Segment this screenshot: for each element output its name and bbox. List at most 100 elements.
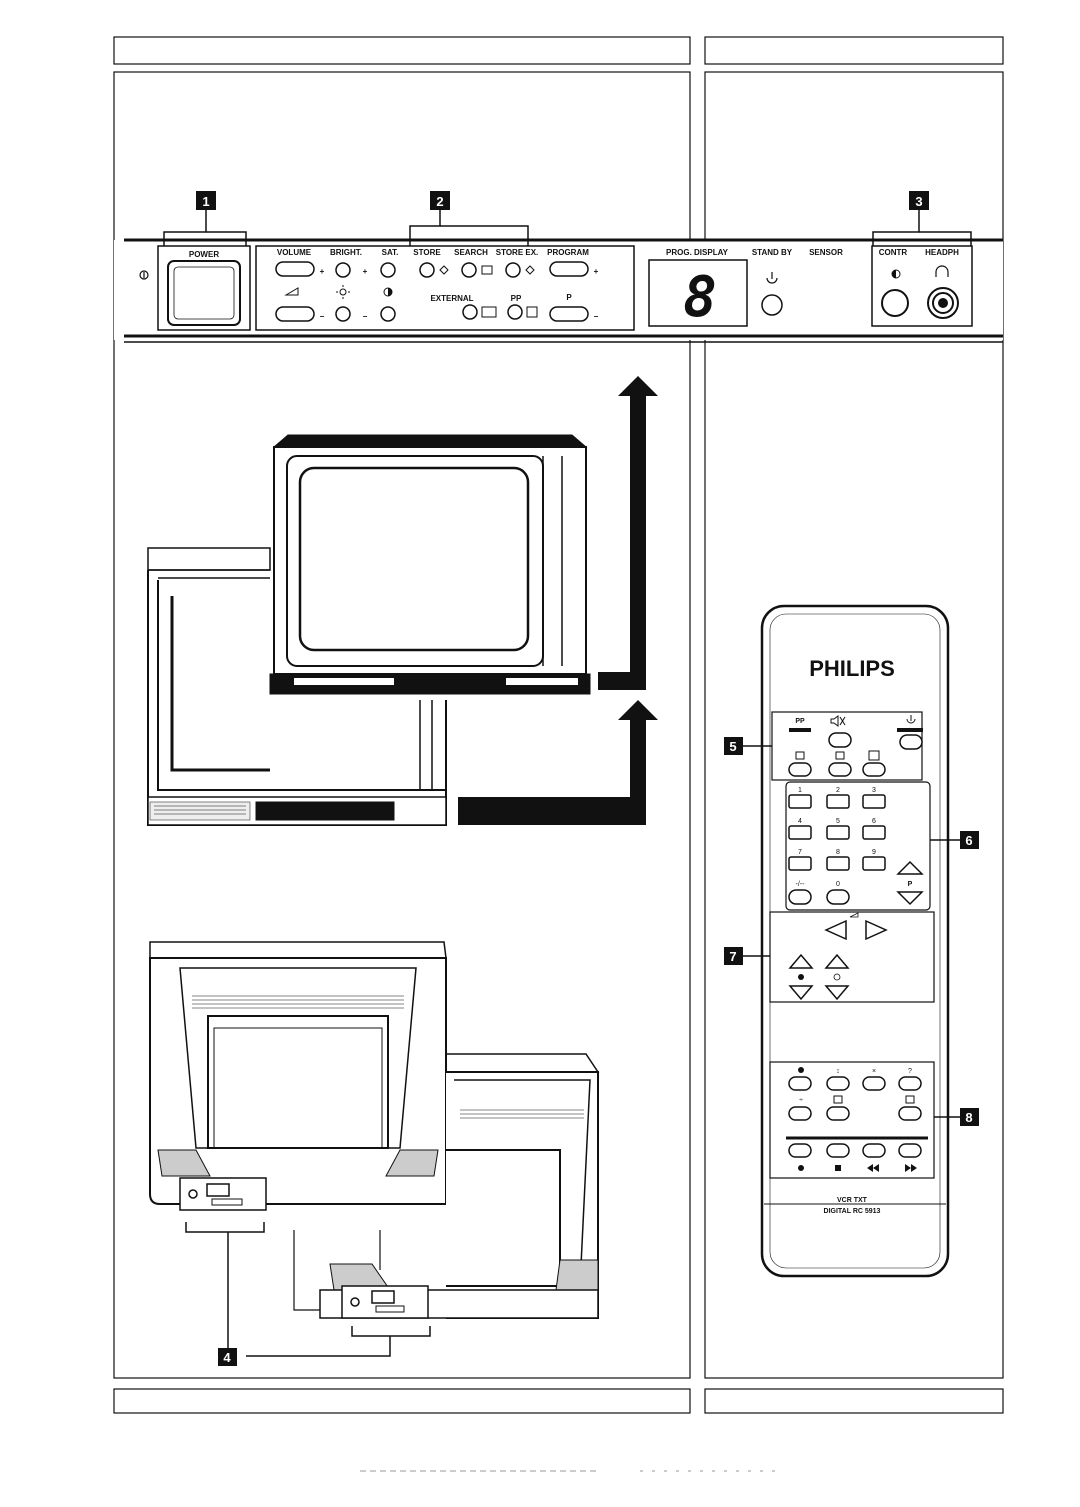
bright-down-arrow[interactable] — [824, 985, 850, 1001]
standby-button[interactable] — [761, 294, 783, 316]
model-line-2: DIGITAL RC 5913 — [824, 1208, 881, 1215]
digit-9-button[interactable] — [862, 856, 886, 871]
digit-6-button[interactable] — [862, 825, 886, 840]
callout-8: 8 — [960, 1108, 979, 1126]
contrast-knob[interactable] — [881, 289, 909, 317]
remote-standby-button[interactable] — [899, 734, 923, 750]
digit-7: 7 — [798, 849, 802, 856]
txt-button-5[interactable] — [788, 1106, 812, 1121]
record-icon — [798, 1165, 804, 1171]
digit-6: 6 — [872, 818, 876, 825]
sat-down-arrow[interactable] — [788, 985, 814, 1001]
remote-pp-button[interactable] — [788, 762, 812, 777]
txt-button-6[interactable] — [826, 1106, 850, 1121]
forward-icon — [905, 1164, 917, 1172]
search-button[interactable] — [461, 262, 477, 278]
digit-5: 5 — [836, 818, 840, 825]
stop-icon — [835, 1165, 841, 1171]
volume-up-arrow[interactable] — [865, 919, 888, 941]
store-ex-button[interactable] — [505, 262, 521, 278]
program-up-arrow[interactable] — [896, 860, 924, 875]
leader-4 — [185, 1222, 431, 1357]
remote-section-6 — [785, 781, 931, 911]
standby-icon — [766, 272, 778, 284]
callout-4: 4 — [218, 1348, 237, 1366]
digit-7-button[interactable] — [788, 856, 812, 871]
search-label: SEARCH — [454, 248, 488, 257]
tv-large-front — [147, 547, 447, 826]
p-label: P — [566, 293, 572, 302]
callout-3: 3 — [909, 191, 929, 210]
remote-mute-button[interactable] — [828, 732, 852, 748]
pp-button[interactable] — [507, 304, 523, 320]
txt-button-7[interactable] — [898, 1106, 922, 1121]
svg-text:↕: ↕ — [836, 1068, 840, 1075]
remote-menu-button[interactable] — [828, 762, 852, 777]
tv-small-front — [269, 434, 591, 695]
store-button[interactable] — [419, 262, 435, 278]
program-down-button[interactable] — [549, 306, 589, 322]
remote-standby-icon — [906, 715, 916, 724]
dash-button[interactable] — [788, 889, 812, 905]
txt-button-2[interactable] — [826, 1076, 850, 1091]
remote-saturation-icon — [798, 974, 804, 980]
remote-control: PHILIPS PP 1 2 3 4 5 — [760, 604, 950, 1278]
vcr-record-button[interactable] — [788, 1143, 812, 1158]
digit-8-button[interactable] — [826, 856, 850, 871]
dash-label: -/-- — [796, 881, 806, 888]
store-ex-label: STORE EX. — [496, 248, 539, 257]
callout-6: 6 — [960, 831, 979, 849]
remote-external-button[interactable] — [862, 762, 886, 777]
program-up-button[interactable] — [549, 261, 589, 277]
callout-3-label: 3 — [915, 194, 922, 209]
sat-label: SAT. — [382, 248, 399, 257]
prog-display-section: PROG. DISPLAY 8 — [648, 248, 748, 330]
bright-down-button[interactable] — [335, 306, 351, 322]
headphone-icon — [935, 265, 949, 277]
power-button[interactable] — [167, 260, 241, 326]
callout-6-label: 6 — [965, 833, 972, 848]
bright-up-button[interactable] — [335, 262, 351, 278]
callout-1: 1 — [196, 191, 216, 210]
vcr-forward-button[interactable] — [898, 1143, 922, 1158]
remote-section-8 — [769, 1061, 935, 1179]
standby-label: STAND BY — [752, 248, 793, 257]
volume-down-button[interactable] — [275, 306, 315, 322]
sat-up-button[interactable] — [380, 262, 396, 278]
digit-2-button[interactable] — [826, 794, 850, 809]
volume-up-button[interactable] — [275, 261, 315, 277]
external-button[interactable] — [462, 304, 478, 320]
mute-icon — [830, 715, 846, 727]
digit-0-button[interactable] — [826, 889, 850, 905]
display-digit: 8 — [683, 265, 717, 330]
bright-up-arrow[interactable] — [824, 953, 850, 969]
contrast-headphone-section: CONTR HEADPH — [871, 245, 973, 327]
rewind-icon — [867, 1164, 879, 1172]
digit-9: 9 — [872, 849, 876, 856]
digit-1-button[interactable] — [788, 794, 812, 809]
txt-button-1[interactable] — [788, 1076, 812, 1091]
control-panel — [114, 238, 1003, 343]
callout-2: 2 — [430, 191, 450, 210]
sensor-label: SENSOR — [809, 248, 843, 257]
teletext-mix-icon — [798, 1067, 804, 1073]
model-line-1: VCR TXT — [837, 1197, 868, 1204]
brightness-icon — [336, 285, 350, 299]
digit-5-button[interactable] — [826, 825, 850, 840]
digit-4: 4 — [798, 818, 802, 825]
program-down-arrow[interactable] — [896, 891, 924, 906]
remote-leaders — [742, 745, 960, 1118]
txt-button-3[interactable] — [862, 1076, 886, 1091]
sat-down-button[interactable] — [380, 306, 396, 322]
svg-text:÷: ÷ — [799, 1097, 803, 1104]
txt-button-4[interactable] — [898, 1076, 922, 1091]
digit-4-button[interactable] — [788, 825, 812, 840]
vcr-stop-button[interactable] — [826, 1143, 850, 1158]
volume-down-arrow[interactable] — [824, 919, 847, 941]
sat-up-arrow[interactable] — [788, 953, 814, 969]
bright-label: BRIGHT. — [330, 248, 362, 257]
digit-3-button[interactable] — [862, 794, 886, 809]
volume-label: VOLUME — [277, 248, 312, 257]
vcr-rewind-button[interactable] — [862, 1143, 886, 1158]
